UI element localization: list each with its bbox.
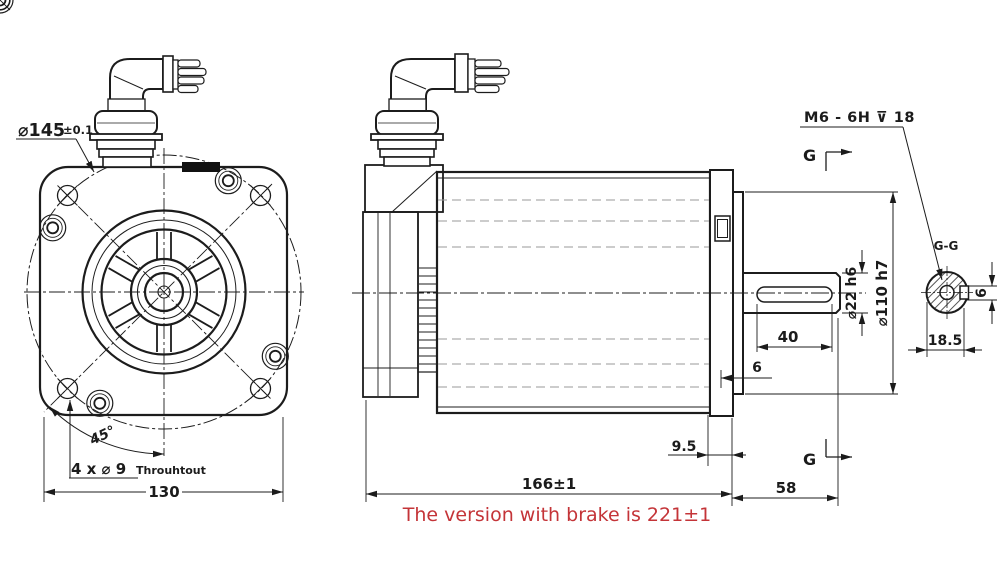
front-view [0, 0, 304, 502]
cable-clamp [388, 98, 427, 112]
angle-label: 45° [87, 423, 119, 449]
plug-pins [177, 59, 207, 94]
plug-housing [162, 55, 174, 93]
flange-thickness-label: 6 [752, 360, 762, 376]
section-cut-bottom [825, 439, 852, 461]
diagonal-centerline-b [43, 183, 273, 413]
plug-housing-step [172, 59, 179, 90]
side-view [352, 53, 943, 506]
holes-count-label: 4 x ⌀ 9 [71, 460, 126, 478]
section-letter-top: G [803, 146, 816, 165]
gland-ring2 [379, 148, 435, 158]
offset-label: 9.5 [672, 439, 697, 455]
gland-ring1 [96, 139, 156, 150]
motor-body [435, 170, 712, 415]
section-cut-top [825, 148, 852, 171]
side-connector [370, 53, 510, 167]
flange-keyhole [714, 215, 731, 242]
brake-note: The version with brake is 221±1 [402, 504, 711, 526]
width-label: 130 [148, 483, 179, 501]
length-label: 166±1 [522, 475, 576, 493]
holes-note-label: Throuhtout [136, 464, 206, 477]
shaft-keyway [756, 286, 833, 303]
tap-label: M6 - 6H ⊽ 18 [804, 110, 915, 126]
dia145-tol: ±0.1 [63, 123, 93, 137]
plug-pins [474, 59, 510, 94]
gland-ring1 [377, 139, 437, 150]
plug-housing-step [467, 58, 476, 90]
gland-flange [370, 133, 444, 141]
cable-clamp [107, 98, 146, 112]
angle-dim-arc [49, 406, 165, 458]
plug-housing [454, 53, 469, 93]
tap-leader [902, 126, 943, 281]
pilot-dia-label: ⌀110 h7 [873, 260, 891, 327]
gland-flange [89, 133, 163, 141]
section-letter-bottom: G [803, 450, 816, 469]
nameplate-mark [182, 162, 220, 172]
hidden-lines [438, 199, 709, 388]
front-connector [89, 55, 207, 168]
section-view [908, 262, 997, 357]
dia145-label: ⌀145 [18, 121, 65, 141]
gland-ring2 [98, 148, 154, 158]
keyway-length-label: 40 [778, 328, 799, 346]
gland-neck [102, 156, 152, 168]
rear-housing [362, 211, 419, 398]
dia145-leader [75, 138, 95, 173]
shaft-dia-label: ⌀22 h6 [844, 267, 860, 320]
section-key-width-label: 6 [974, 288, 990, 298]
shaft-ext-label: 58 [776, 479, 797, 497]
section-across-label: 18.5 [928, 333, 963, 349]
gland-neck [383, 156, 431, 167]
section-title: G-G [934, 239, 959, 253]
cooling-fins [417, 211, 438, 373]
rear-cap [364, 164, 444, 213]
